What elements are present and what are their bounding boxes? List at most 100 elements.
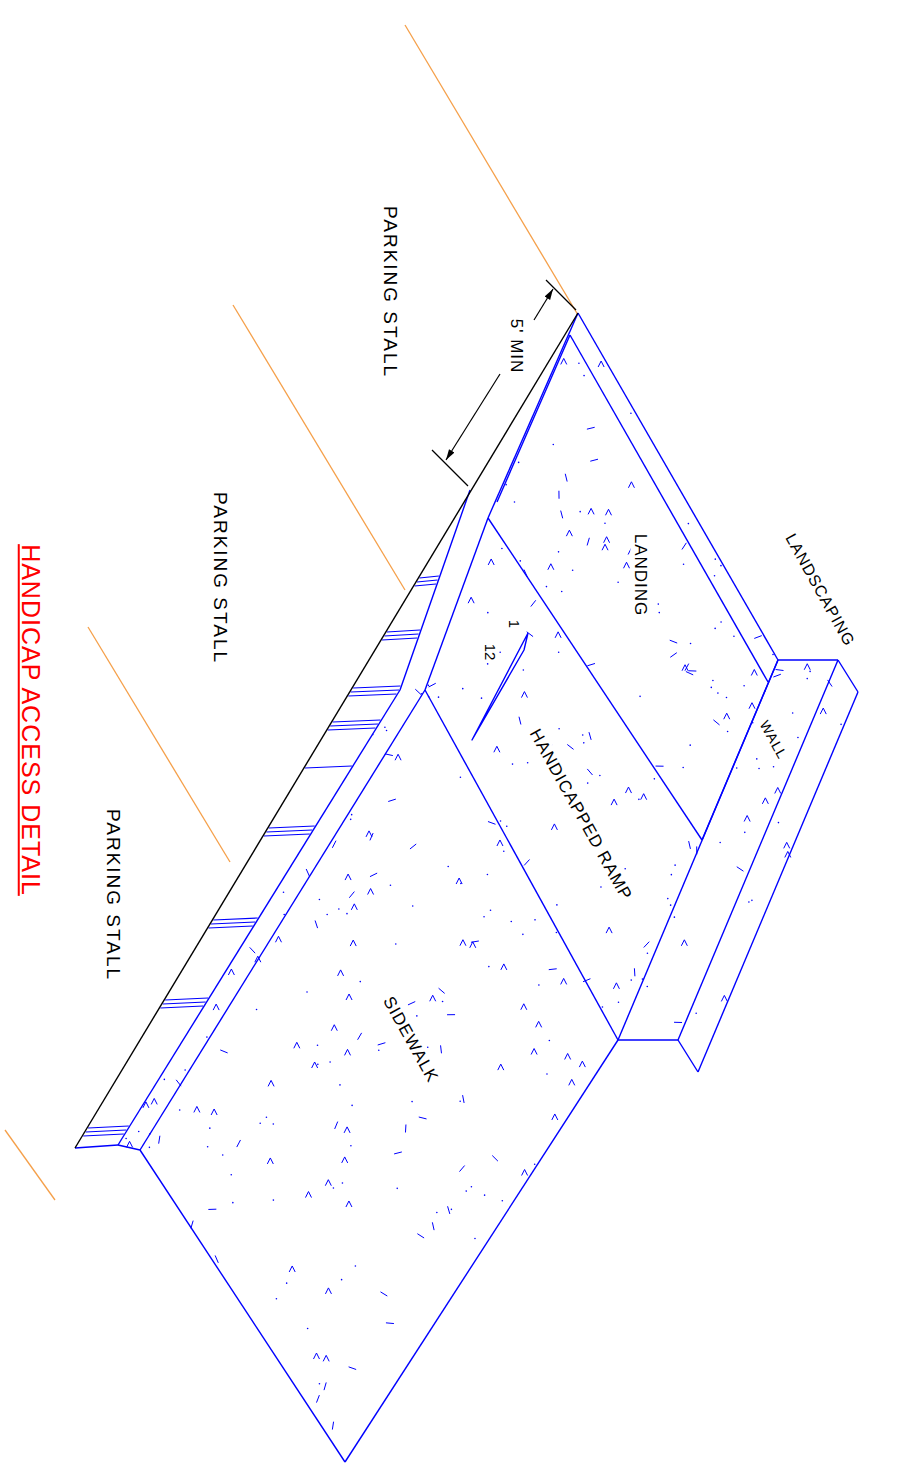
hatch-mark <box>751 670 757 676</box>
outline-line <box>570 335 768 682</box>
outline-line <box>698 692 858 1072</box>
hatch-mark <box>213 1004 219 1010</box>
hatch-dot <box>490 909 492 911</box>
hatch-dot <box>447 866 449 868</box>
hatch-dot <box>462 688 464 690</box>
hatch-mark <box>316 1395 319 1402</box>
hatch-dot <box>726 697 728 699</box>
hatch-mark <box>388 799 396 801</box>
outline-line <box>140 1150 345 1462</box>
hatch-mark <box>463 1095 465 1103</box>
part-label: WALL <box>755 716 791 763</box>
hatch-dot <box>273 1123 275 1125</box>
hatch-mark <box>325 1288 331 1294</box>
curb-stripe <box>88 1126 129 1128</box>
hatch-mark <box>524 859 529 865</box>
hatch-dot <box>527 762 529 764</box>
hatch-dot <box>578 362 580 364</box>
hatch-mark <box>773 674 780 677</box>
hatch-dot <box>840 724 842 726</box>
hatch-mark <box>536 1021 542 1027</box>
hatch-mark <box>521 1004 527 1010</box>
hatch-dot <box>671 874 673 876</box>
curb-stripe <box>209 926 253 928</box>
hatch-dot <box>333 1187 335 1189</box>
hatch-dot <box>717 692 719 694</box>
hatch-dot <box>396 1188 398 1190</box>
hatch-dot <box>317 1044 319 1046</box>
hatch-mark <box>417 1234 424 1238</box>
hatch-mark <box>345 874 351 880</box>
hatch-mark <box>587 769 592 775</box>
hatch-dot <box>670 904 672 906</box>
hatch-mark <box>275 936 281 942</box>
hatch-dot <box>514 501 516 503</box>
hatch-mark <box>644 942 650 948</box>
hatch-dot <box>481 697 483 699</box>
hatch-mark <box>674 1022 682 1023</box>
outline-line <box>75 1145 118 1148</box>
hatch-mark <box>305 1192 311 1198</box>
hatch-dot <box>207 1146 209 1148</box>
hatch-mark <box>228 969 234 975</box>
hatch-dot <box>206 1036 208 1038</box>
outline-line <box>678 1040 698 1072</box>
hatch-mark <box>565 474 567 482</box>
hatch-mark <box>721 995 727 1001</box>
hatch-dot <box>806 678 808 680</box>
hatch-dot <box>556 904 558 906</box>
hatch-dot <box>209 1127 211 1129</box>
hatch-mark <box>589 732 591 740</box>
hatch-mark <box>590 459 598 461</box>
hatch-mark <box>488 822 496 825</box>
hatch-mark <box>565 1053 571 1059</box>
outline-line <box>778 659 838 660</box>
hatch-dot <box>256 1009 258 1011</box>
outline-line <box>425 690 618 1040</box>
outline-line <box>838 660 858 692</box>
hatch-mark <box>598 361 604 367</box>
hatch-dot <box>809 671 811 673</box>
hatch-mark <box>634 968 636 976</box>
hatch-dot <box>459 1100 461 1102</box>
hatch-dot <box>523 669 525 671</box>
hatch-mark <box>346 1201 352 1207</box>
hatch-mark <box>552 1114 558 1120</box>
hatch-mark <box>351 904 357 910</box>
hatch-mark <box>749 703 755 709</box>
hatch-dot <box>744 832 746 834</box>
outline-line <box>578 313 778 660</box>
hatch-mark <box>268 1080 274 1086</box>
hatch-mark <box>419 1117 427 1119</box>
outline-line <box>488 313 578 518</box>
hatch-mark <box>762 798 768 804</box>
hatch-dot <box>683 563 685 565</box>
hatch-dot <box>583 375 585 377</box>
hatch-dot <box>710 687 712 689</box>
hatch-dot <box>149 1147 151 1149</box>
hatch-dot <box>306 991 308 993</box>
outline-line <box>618 1039 678 1040</box>
hatch-mark <box>430 995 436 1001</box>
hatch-dot <box>579 511 581 513</box>
outline-line <box>118 1145 140 1150</box>
hatch-mark <box>624 562 630 568</box>
hatch-dot <box>561 591 563 593</box>
hatch-dot <box>797 737 799 739</box>
hatch-mark <box>548 564 554 570</box>
hatch-dot <box>386 730 388 732</box>
hatch-dot <box>416 1015 418 1017</box>
stall-lines <box>5 25 578 1200</box>
stall-label: PARKING STALL <box>103 807 124 983</box>
hatch-dot <box>714 558 716 560</box>
hatch-mark <box>498 1064 504 1070</box>
hatch-dot <box>719 842 721 844</box>
hatch-dot <box>474 1238 476 1240</box>
hatch-mark <box>682 543 686 550</box>
stall-line <box>5 1130 55 1200</box>
hatch-dot <box>538 984 540 986</box>
hatch-mark <box>350 940 356 946</box>
slope-value: 1 <box>506 618 523 630</box>
hatch-mark <box>468 597 474 603</box>
hatch-mark <box>522 1170 528 1176</box>
